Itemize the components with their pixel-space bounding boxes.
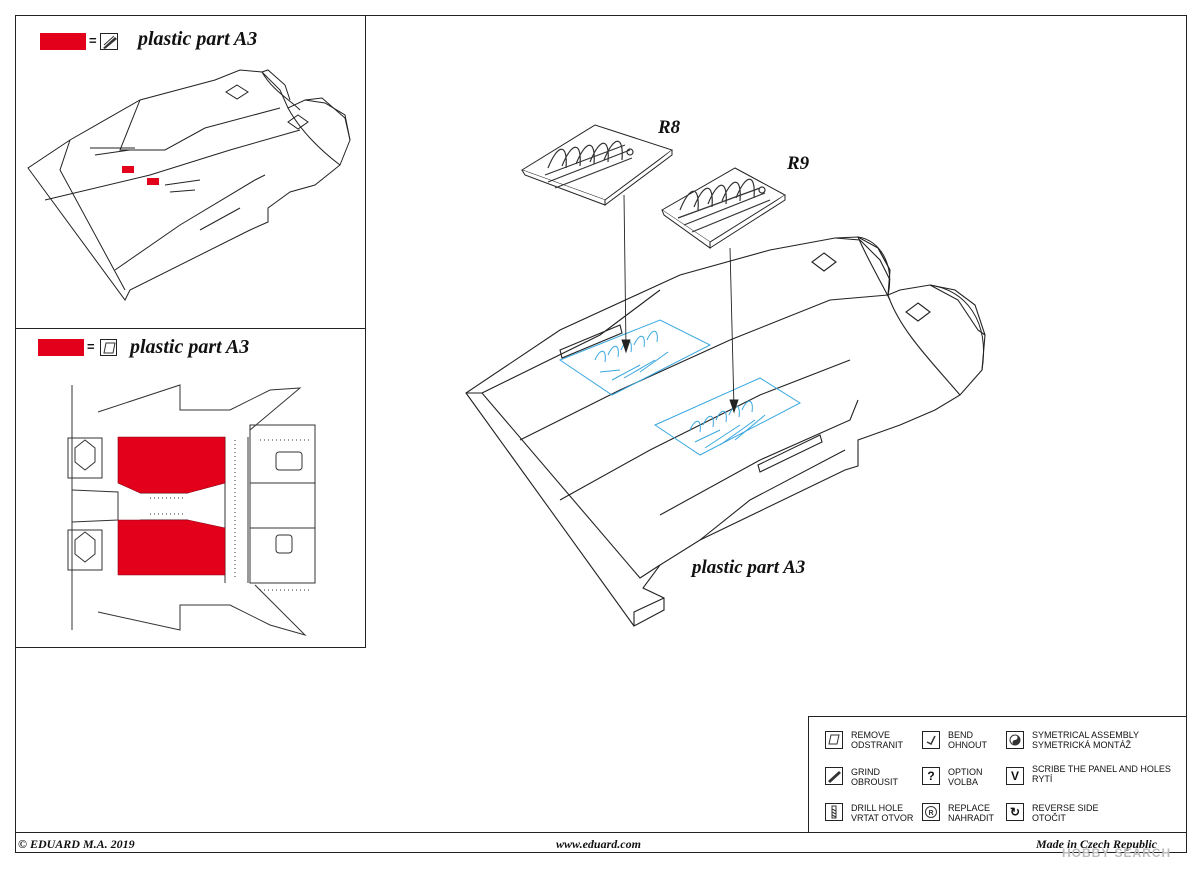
red-underside-panels [117,436,226,576]
legend-bend: BEND OHNOUT [948,730,987,750]
grind-icon [825,767,843,785]
website-text: www.eduard.com [556,837,641,851]
legend-symmetrical: SYMETRICAL ASSEMBLY SYMETRICKÁ MONTÁŽ [1032,730,1140,750]
red-mark [147,178,159,185]
grind-icon [100,33,118,50]
reverse-icon: ↻ [1006,803,1024,821]
red-swatch [40,33,86,50]
plastic-part-label: plastic part A3 [692,557,806,578]
red-mark [122,166,134,173]
legend-drill: DRILL HOLE VRTAT OTVOR [851,803,914,823]
equals-sign: = [89,33,97,48]
photo-etch-outline [558,319,802,456]
footer-divider [15,832,1187,833]
watermark: HOBBY SEARCH [1062,846,1172,860]
made-in-text: Made in Czech Republic [1036,837,1158,851]
top-left-nacelle [27,69,351,301]
drill-icon [825,803,843,821]
top-left-title: plastic part A3 [138,28,258,50]
rivet-lines [150,439,310,591]
remove-icon [825,731,843,749]
legend-scribe: SCRIBE THE PANEL AND HOLES RYTÍ [1032,764,1171,784]
exhaust-rings [857,236,984,371]
legend-reverse: REVERSE SIDE OTOČIT [1032,803,1099,823]
option-icon: ? [922,767,940,785]
bottom-left-plan [67,384,316,637]
legend-remove: REMOVE ODSTRANIT [851,730,904,750]
replace-icon: R [922,803,940,821]
r8-label: R8 [658,117,681,138]
scribe-icon: V [1006,767,1024,785]
red-swatch [38,339,84,356]
copyright-text: © EDUARD M.A. 2019 [18,837,135,851]
legend-grind: GRIND OBROUSIT [851,767,899,787]
svg-text:R: R [928,810,933,817]
equals-sign: = [87,339,95,354]
leader-arrows [621,194,739,414]
part-r8 [520,124,674,206]
r8-detail [544,140,634,189]
legend-replace: REPLACE NAHRADIT [948,803,995,823]
remove-icon [100,339,117,356]
r9-label: R9 [787,153,810,174]
symmetrical-icon [1006,731,1024,749]
legend-option: OPTION VOLBA [948,767,983,787]
r9-detail [677,178,771,233]
legend-box: REMOVE ODSTRANIT BEND OHNOUT SYMETRICAL … [808,716,1187,833]
bend-icon [922,731,940,749]
bottom-left-title: plastic part A3 [130,336,250,358]
bottom-left-panel [15,328,366,648]
